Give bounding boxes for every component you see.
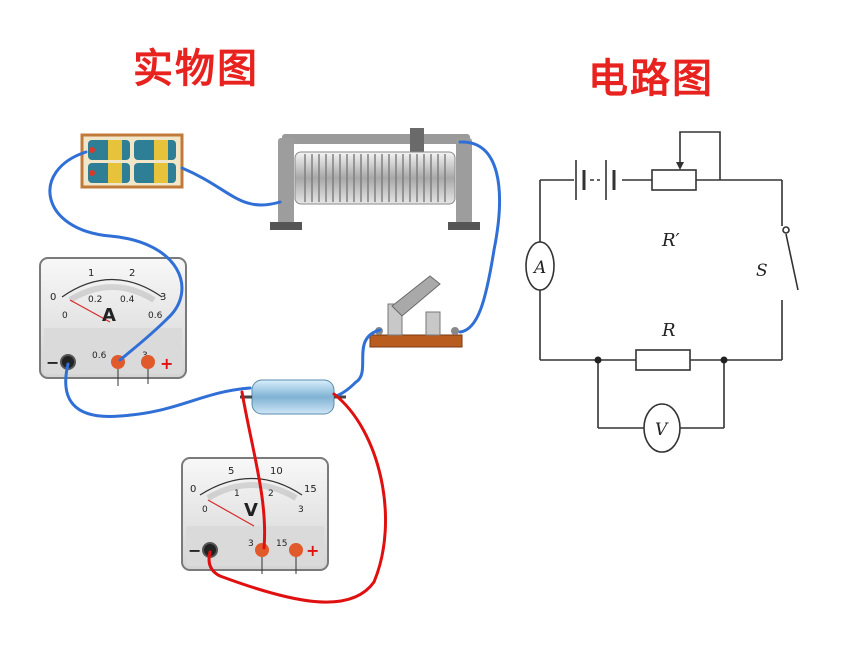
- switch-pivot: [782, 226, 790, 234]
- resistor-component: [240, 379, 346, 415]
- wire-battery-to-rheostat: [180, 166, 282, 207]
- wire-ammeter-to-resistor: [64, 362, 252, 418]
- ammeter-symbol-label: A: [532, 258, 546, 278]
- wire-switch-to-resistor: [334, 328, 382, 398]
- voltmeter-symbol-label: V: [655, 420, 669, 440]
- voltmeter-scale-top-1: 5: [228, 466, 234, 477]
- resistor-label: R: [661, 320, 676, 341]
- voltmeter-scale-top-2: 10: [270, 466, 283, 477]
- knife-switch: [369, 275, 463, 348]
- ammeter-terminal-06-label: 0.6: [92, 351, 107, 361]
- voltmeter-scale-bottom-3: 3: [298, 505, 304, 515]
- ammeter-scale-bottom-1: 0.2: [88, 295, 102, 305]
- voltmeter-terminal-negative-label: −: [188, 541, 201, 560]
- ammeter-scale-top-1: 1: [88, 268, 94, 279]
- ammeter-scale-top-2: 2: [129, 268, 135, 279]
- rheostat-symbol: [651, 169, 697, 191]
- wire-rheostat-to-switch: [458, 140, 501, 334]
- switch-label: S: [756, 261, 768, 281]
- ammeter-scale-top-3: 3: [160, 292, 166, 303]
- ammeter-terminal-negative-label: −: [46, 353, 59, 372]
- circuit-diagram-title: 电路图: [588, 56, 714, 102]
- voltmeter-terminal-3: [255, 543, 269, 557]
- voltmeter-terminal-15: [289, 543, 303, 557]
- junction-left: [594, 356, 602, 364]
- wire-battery-to-ammeter: [48, 150, 184, 362]
- voltmeter-letter: V: [244, 500, 258, 521]
- ammeter-device: 0 1 2 3 0 0.2 0.4 0.6 A − 0.6 3 +: [39, 257, 187, 386]
- voltmeter-scale-top-0: 0: [190, 484, 196, 495]
- wire-resistor-to-voltmeter-negative: [207, 392, 387, 604]
- voltmeter-terminal-3-label: 3: [248, 539, 254, 549]
- circuit-schematic: [525, 131, 799, 453]
- voltmeter-symbol-circle: [643, 403, 681, 453]
- voltmeter-terminal-15-label: 15: [276, 539, 287, 549]
- ammeter-terminal-positive-label: +: [160, 354, 173, 373]
- ammeter-scale-bottom-0: 0: [62, 311, 68, 321]
- switch-blade: [785, 233, 799, 291]
- voltmeter-scale-bottom-1: 1: [234, 489, 240, 499]
- red-wires: [207, 390, 387, 604]
- physical-diagram-title: 实物图: [133, 46, 259, 92]
- ammeter-scale-bottom-2: 0.4: [120, 295, 135, 305]
- rheostat-arrow: [676, 162, 684, 170]
- wire-resistor-to-voltmeter-3: [240, 390, 267, 550]
- voltmeter-device: 0 5 10 15 0 1 2 3 V − 3 15 +: [181, 457, 329, 574]
- voltmeter-scale-top-3: 15: [304, 484, 317, 495]
- rheostat-coil: [304, 154, 446, 202]
- voltmeter-terminal-positive-label: +: [306, 541, 319, 560]
- sliding-rheostat: [270, 128, 480, 230]
- ammeter-terminal-3: [141, 355, 155, 369]
- voltmeter-scale-bottom-2: 2: [268, 489, 274, 499]
- resistor-symbol: [635, 349, 691, 371]
- junction-right: [720, 356, 728, 364]
- ammeter-scale-bottom-3: 0.6: [148, 311, 163, 321]
- voltmeter-needle: [207, 499, 255, 527]
- voltmeter-scale-bottom-0: 0: [202, 505, 208, 515]
- blue-wires: [48, 140, 501, 418]
- rheostat-label: R′: [661, 230, 680, 251]
- ammeter-letter: A: [102, 305, 116, 326]
- ammeter-needle: [69, 299, 111, 323]
- battery-pack: [80, 133, 184, 189]
- ammeter-scale-top-0: 0: [50, 292, 56, 303]
